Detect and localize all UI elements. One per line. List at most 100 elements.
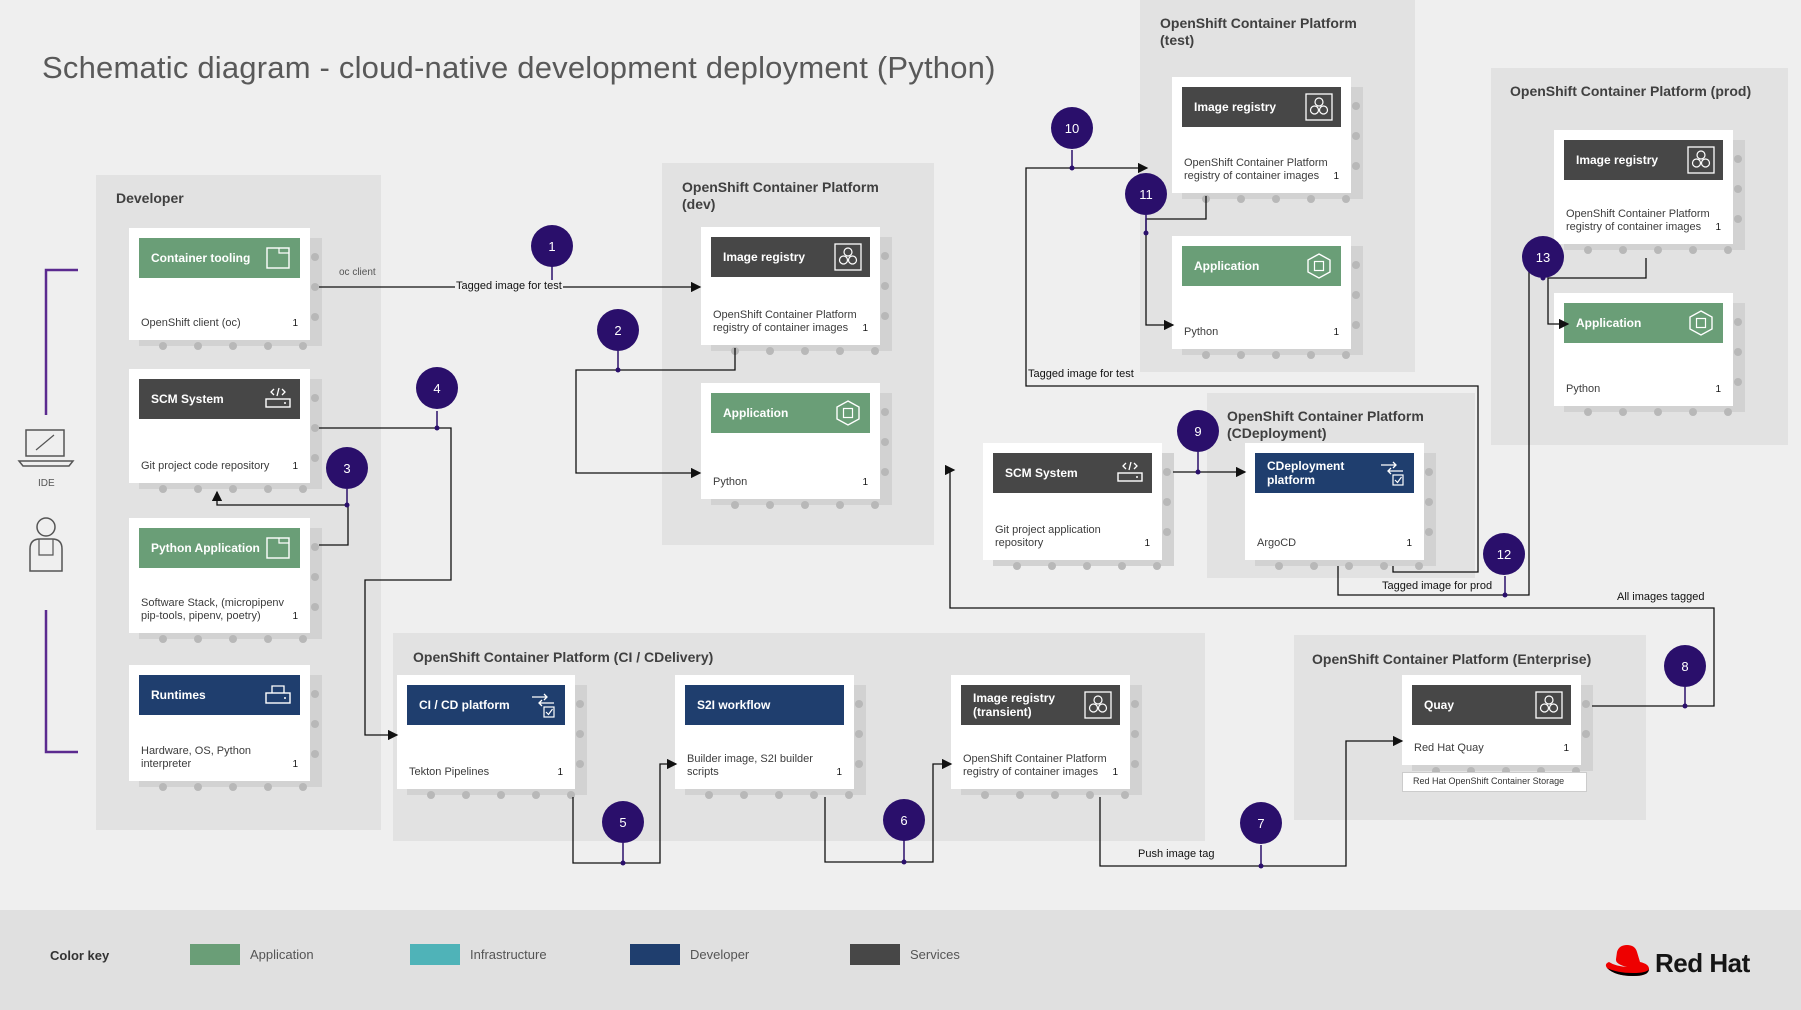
card-description: Python — [1566, 383, 1601, 395]
card-header: Runtimes — [139, 675, 300, 715]
all-tagged-label: All images tagged — [1616, 591, 1706, 603]
card-title: SCM System — [1005, 466, 1078, 480]
card-count: 1 — [292, 318, 298, 329]
step-badge-5: 5 — [602, 801, 644, 843]
services-key-label: Services — [910, 947, 960, 962]
server-icon — [264, 681, 292, 709]
card-header: Image registry — [1182, 87, 1341, 127]
card-count: 1 — [1333, 171, 1339, 182]
step-badge-7: 7 — [1240, 802, 1282, 844]
tagged-test-label-2: Tagged image for test — [1027, 368, 1135, 380]
red-hat-icon — [1605, 945, 1649, 976]
card-title: Image registry — [723, 250, 806, 264]
color-key-title: Color key — [50, 948, 110, 963]
card-header: Container tooling — [139, 238, 300, 278]
brand-name: Red Hat — [1655, 948, 1750, 978]
card-header: Image registry — [1564, 140, 1723, 180]
card-header: Application — [1182, 246, 1341, 286]
card-title: Container tooling — [151, 251, 251, 265]
step-badge-4: 4 — [416, 367, 458, 409]
card-application-prod: Application Python 1 — [1554, 293, 1745, 416]
card-title: S2I workflow — [697, 698, 771, 712]
step-badge-10: 10 — [1051, 107, 1093, 149]
card-count: 1 — [1333, 327, 1339, 338]
step-badge-3: 3 — [326, 447, 368, 489]
card-header: Application — [1564, 303, 1723, 343]
card-description: OpenShift Container Platform registry of… — [1184, 157, 1328, 182]
hexagons-icon — [1535, 691, 1563, 719]
pipeline-icon — [529, 691, 557, 719]
card-title: CDeployment platform — [1267, 459, 1345, 487]
card-description: ArgoCD — [1257, 537, 1297, 549]
developer-person-icon — [29, 517, 63, 572]
quay-storage: Red Hat OpenShift Container Storage — [1402, 772, 1587, 792]
ide-bracket — [44, 268, 78, 754]
card-count: 1 — [836, 767, 842, 778]
developer-swatch — [630, 944, 680, 965]
hexagon-icon — [1305, 252, 1333, 280]
card-python-app: Python Application Software Stack, (micr… — [129, 518, 322, 643]
card-header: Application — [711, 393, 870, 433]
step-badge-8: 8 — [1664, 645, 1706, 687]
card-title: Application — [1576, 316, 1642, 330]
step-badge-12: 12 — [1483, 533, 1525, 575]
card-description: Python — [1184, 326, 1219, 338]
card-title: Application — [723, 406, 789, 420]
push-tag-label: Push image tag — [1137, 848, 1216, 860]
card-scm-app: SCM System Git project application repos… — [983, 443, 1174, 570]
card-description: OpenShift client (oc) — [141, 317, 241, 329]
hexagons-icon — [1687, 146, 1715, 174]
card-description: OpenShift Container Platform registry of… — [963, 753, 1107, 778]
developer-key-label: Developer — [690, 947, 750, 962]
card-registry-transient: Image registry (transient) OpenShift Con… — [951, 675, 1142, 799]
card-title: Image registry — [1194, 100, 1277, 114]
code-server-icon — [1116, 459, 1144, 487]
card-application-test: Application Python 1 — [1172, 236, 1363, 359]
step-badge-2: 2 — [597, 309, 639, 351]
panel-title: OpenShift Container Platform (test) — [1160, 15, 1357, 48]
card-count: 1 — [1563, 743, 1569, 754]
tagged-prod-label: Tagged image for prod — [1381, 580, 1494, 592]
panel-title: OpenShift Container Platform (CDeploymen… — [1227, 408, 1424, 441]
card-count: 1 — [862, 323, 868, 334]
card-count: 1 — [1112, 767, 1118, 778]
panel-title: OpenShift Container Platform (Enterprise… — [1312, 651, 1592, 667]
pipeline-icon — [1378, 459, 1406, 487]
card-scm-dev: SCM System Git project code repository 1 — [129, 369, 322, 493]
page-title: Schematic diagram - cloud-native develop… — [42, 50, 996, 85]
code-server-icon — [264, 385, 292, 413]
card-count: 1 — [862, 477, 868, 488]
card-description: Git project application repository — [995, 524, 1101, 549]
card-header: Python Application — [139, 528, 300, 568]
infrastructure-key-label: Infrastructure — [470, 947, 547, 962]
card-cdeploy-platform: CDeployment platform ArgoCD 1 — [1245, 443, 1436, 570]
card-title: Image registry — [1576, 153, 1659, 167]
window-icon — [264, 534, 292, 562]
card-description: Hardware, OS, Python interpreter — [141, 745, 252, 770]
card-description: Builder image, S2I builder scripts — [687, 753, 813, 778]
services-swatch — [850, 944, 900, 965]
color-key-footer: Color key Application Infrastructure Dev… — [0, 910, 1801, 1010]
hexagons-icon — [1305, 93, 1333, 121]
card-title: Application — [1194, 259, 1260, 273]
card-count: 1 — [292, 461, 298, 472]
card-s2i: S2I workflow Builder image, S2I builder … — [675, 675, 866, 799]
card-count: 1 — [1144, 538, 1150, 549]
step-badge-9: 9 — [1177, 410, 1219, 452]
card-quay: Quay Red Hat Quay 1 — [1402, 675, 1593, 775]
card-description: Python — [713, 476, 748, 488]
card-title: CI / CD platform — [419, 698, 510, 712]
oc-client-label: oc client — [339, 267, 376, 278]
card-application-dev: Application Python 1 — [701, 383, 892, 509]
card-count: 1 — [1406, 538, 1412, 549]
infrastructure-swatch — [410, 944, 460, 965]
hexagon-icon — [834, 399, 862, 427]
step-badge-1: 1 — [531, 225, 573, 267]
panel-title: OpenShift Container Platform (prod) — [1510, 83, 1752, 99]
card-image-registry-test: Image registry OpenShift Container Platf… — [1172, 77, 1363, 203]
panel-title: Developer — [116, 190, 184, 206]
card-header: CDeployment platform — [1255, 453, 1414, 493]
card-header: SCM System — [139, 379, 300, 419]
card-header: Quay — [1412, 685, 1571, 725]
